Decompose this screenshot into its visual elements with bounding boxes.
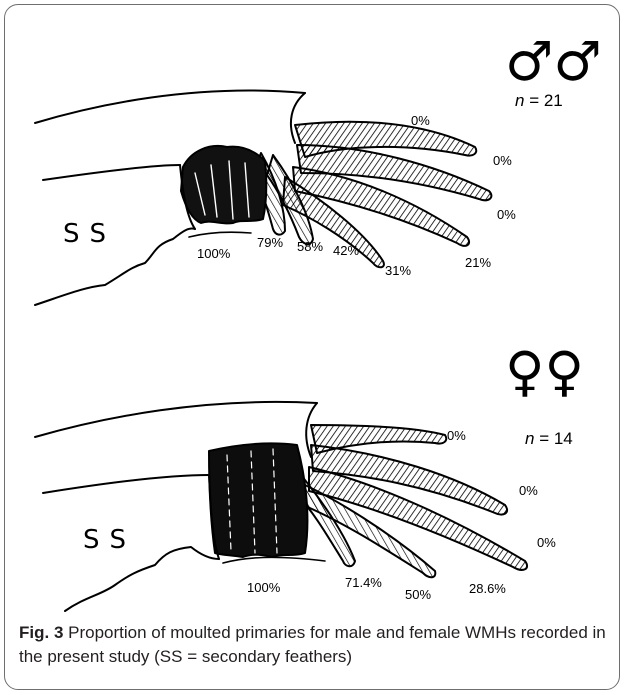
male-wing-body-edge <box>43 165 180 180</box>
male-label-inner: 100% <box>197 246 230 261</box>
female-moult-bracket <box>223 557 325 563</box>
male-n-letter: n <box>515 91 524 110</box>
figure-number: Fig. 3 <box>19 623 63 642</box>
female-ss-label: SS <box>83 525 136 555</box>
male-label-p9b: 21% <box>465 255 491 270</box>
male-moult-bracket <box>189 232 251 237</box>
caption-text: Proportion of moulted primaries for male… <box>19 623 606 666</box>
male-moult-block <box>181 146 266 223</box>
female-symbol: ♀♀ <box>505 345 584 399</box>
male-label-p5: 79% <box>257 235 283 250</box>
female-label-p9: 0% <box>519 483 538 498</box>
female-label-p7: 50% <box>405 587 431 602</box>
male-sample-size: n = 21 <box>515 91 563 111</box>
male-ss-label: SS <box>63 219 116 249</box>
male-label-p8b: 31% <box>385 263 411 278</box>
figure-caption: Fig. 3 Proportion of moulted primaries f… <box>19 621 615 669</box>
female-n-letter: n <box>525 429 534 448</box>
female-wing-leading-edge <box>35 402 317 437</box>
female-ss-edge <box>65 547 219 611</box>
female-label-p8: 0% <box>537 535 556 550</box>
female-moult-block <box>209 443 307 557</box>
female-n-value: = 14 <box>539 429 573 448</box>
female-label-p6: 71.4% <box>345 575 382 590</box>
male-label-p8: 0% <box>497 207 516 222</box>
male-n-value: = 21 <box>529 91 563 110</box>
male-symbol: ♂♂ <box>505 35 602 89</box>
male-wing-leading-edge <box>35 90 305 123</box>
female-sample-size: n = 14 <box>525 429 573 449</box>
female-label-p10: 0% <box>447 428 466 443</box>
female-wing-body-edge <box>43 475 209 493</box>
male-label-p7: 42% <box>333 243 359 258</box>
male-label-p10: 0% <box>411 113 430 128</box>
female-label-p8b: 28.6% <box>469 581 506 596</box>
figure-frame: ♂♂ n = 21 0% 0% 0% 100% 79% 58% 42% 31% … <box>4 4 620 690</box>
male-label-p9: 0% <box>493 153 512 168</box>
female-label-inner: 100% <box>247 580 280 595</box>
male-label-p6: 58% <box>297 239 323 254</box>
